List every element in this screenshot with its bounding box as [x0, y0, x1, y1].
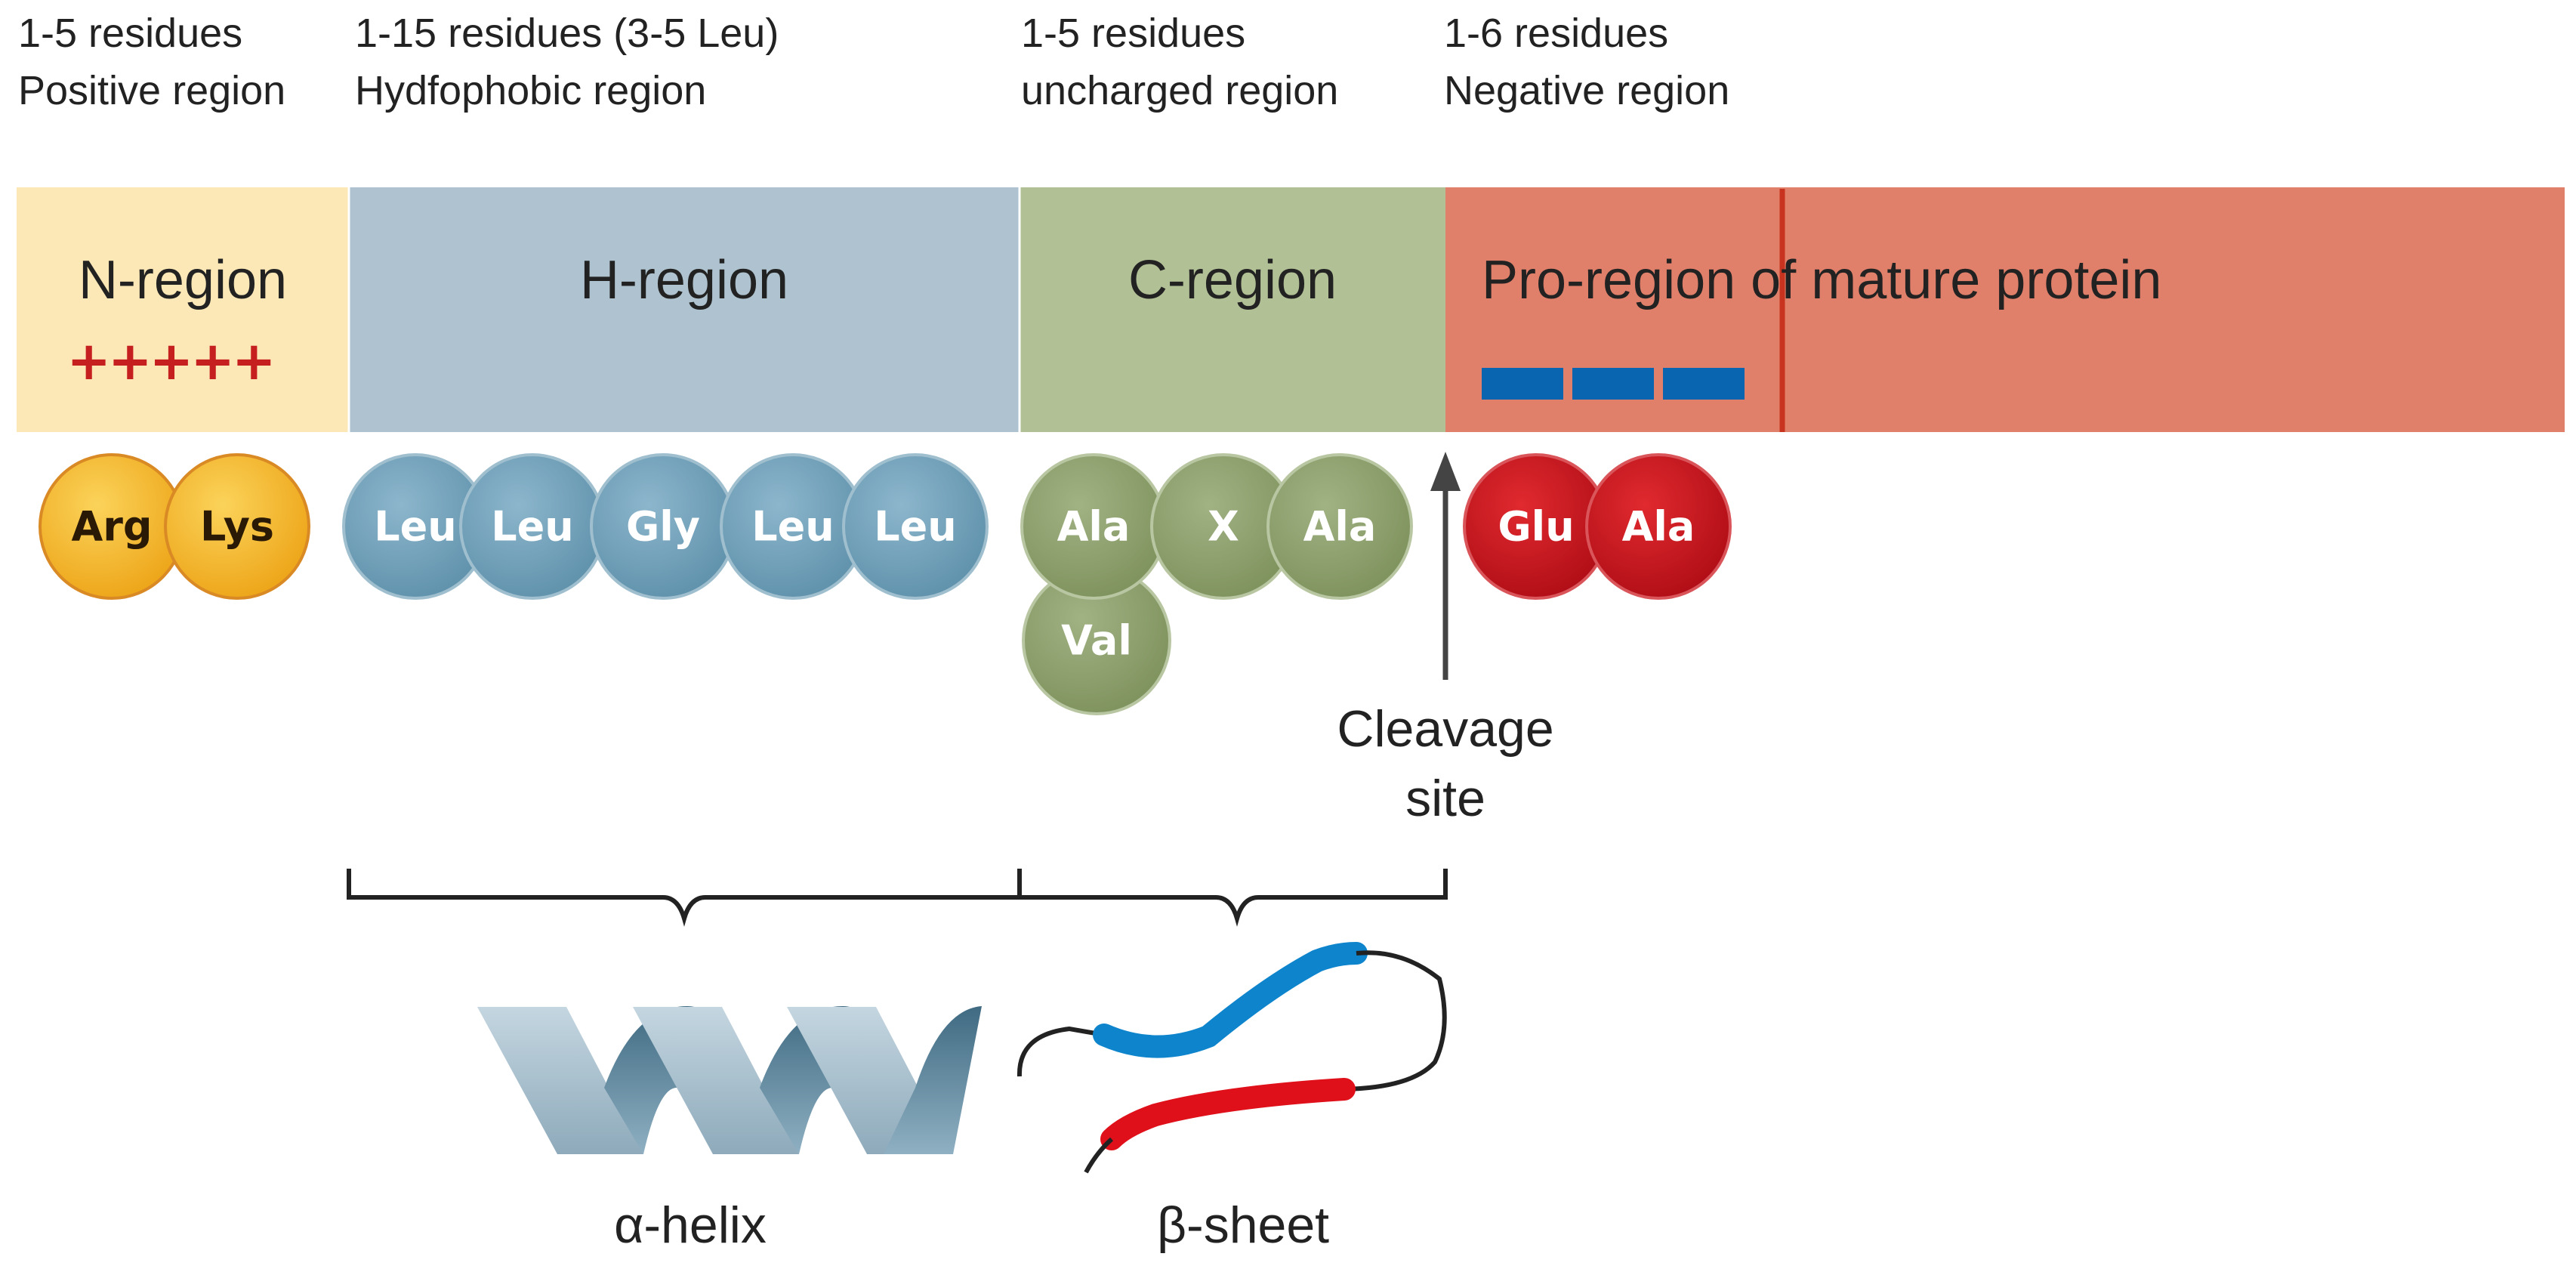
- header-pro-region: 1-6 residues Negative region: [1444, 11, 1729, 113]
- residue-ball: [842, 453, 989, 600]
- beta-sheet-label: β-sheet: [1157, 1196, 1329, 1254]
- header-n-region: 1-5 residues Positive region: [18, 11, 285, 113]
- residue-label-ala: Ala: [1057, 503, 1131, 551]
- bracket-line: [1017, 869, 1448, 927]
- residue-label-leu: Leu: [874, 503, 956, 551]
- residue-ball: [164, 453, 310, 600]
- negative-charge-mark: [1663, 368, 1745, 400]
- negative-charge-mark: [1482, 368, 1563, 400]
- beta-strand-red: [1100, 1078, 1356, 1150]
- residue-label-gly: Gly: [626, 503, 700, 551]
- header-c-line1: 1-5 residues: [1021, 11, 1245, 56]
- header-c-region: 1-5 residues uncharged region: [1021, 11, 1338, 113]
- residue-label-arg: Arg: [71, 503, 152, 551]
- header-n-line1: 1-5 residues: [18, 11, 242, 56]
- header-pro-line1: 1-6 residues: [1444, 11, 1668, 56]
- negative-charge-mark: [1572, 368, 1654, 400]
- pro-region-label: Pro-region of mature protein: [1482, 250, 2161, 310]
- h-region-label: H-region: [580, 250, 788, 310]
- positive-charge-marks: +++++: [66, 330, 273, 392]
- strand-loop: [1344, 950, 1447, 1091]
- header-c-line2: uncharged region: [1021, 68, 1338, 113]
- residue-label-glu: Glu: [1498, 503, 1574, 551]
- n-region-label: N-region: [79, 250, 287, 310]
- alpha-helix-icon: α-helix: [477, 1006, 982, 1254]
- residue-label-ala: Ala: [1622, 503, 1695, 551]
- region-bar: N-region H-region C-region Pro-region of…: [17, 187, 2565, 432]
- h-region-block: [349, 187, 1020, 432]
- c-region-block: [1020, 187, 1445, 432]
- header-pro-line2: Negative region: [1444, 68, 1729, 113]
- h-region-residues: Leu Leu Gly Leu Leu: [342, 453, 989, 600]
- header-h-line1: 1-15 residues (3-5 Leu): [355, 11, 779, 56]
- c-region-residues: Ala X Ala Val: [1020, 453, 1413, 715]
- residue-label-leu: Leu: [491, 503, 573, 551]
- brace-h-region: [347, 869, 1022, 927]
- strand-loop: [1017, 1026, 1105, 1077]
- header-n-line2: Positive region: [18, 68, 285, 113]
- residue-label-ala: Ala: [1303, 503, 1377, 551]
- residue-label-x: X: [1208, 503, 1239, 551]
- n-region-block: [17, 187, 349, 432]
- cleavage-label-line2: site: [1405, 770, 1485, 827]
- beta-sheet-icon: β-sheet: [1017, 942, 1447, 1254]
- bracket-line: [347, 869, 1022, 927]
- cleavage-site-marker: Cleavage site: [1337, 452, 1554, 827]
- cleavage-label-line1: Cleavage: [1337, 700, 1553, 758]
- residue-ball: [1266, 453, 1413, 600]
- residue-label-val: Val: [1061, 617, 1132, 665]
- residue-label-leu: Leu: [374, 503, 456, 551]
- residue-ball: [1585, 453, 1732, 600]
- brace-c-region: [1017, 869, 1448, 927]
- cleavage-arrow-icon: [1430, 452, 1461, 491]
- n-region-residues: Arg Lys: [39, 453, 310, 600]
- beta-strand-blue: [1093, 942, 1368, 1058]
- c-region-label: C-region: [1128, 250, 1337, 310]
- residue-label-lys: Lys: [200, 503, 274, 551]
- helix-ribbon-back: [884, 1006, 982, 1154]
- negative-charge-marks: [1482, 368, 1745, 400]
- alpha-helix-label: α-helix: [614, 1196, 767, 1254]
- helix-ribbon-front: [477, 1007, 643, 1154]
- header-h-line2: Hydfophobic region: [355, 68, 706, 113]
- header-h-region: 1-15 residues (3-5 Leu) Hydfophobic regi…: [355, 11, 779, 113]
- residue-label-leu: Leu: [751, 503, 834, 551]
- pro-region-residues: Glu Ala: [1463, 453, 1732, 600]
- helix-ribbon-front: [633, 1007, 799, 1154]
- strand-loop: [1084, 1137, 1114, 1174]
